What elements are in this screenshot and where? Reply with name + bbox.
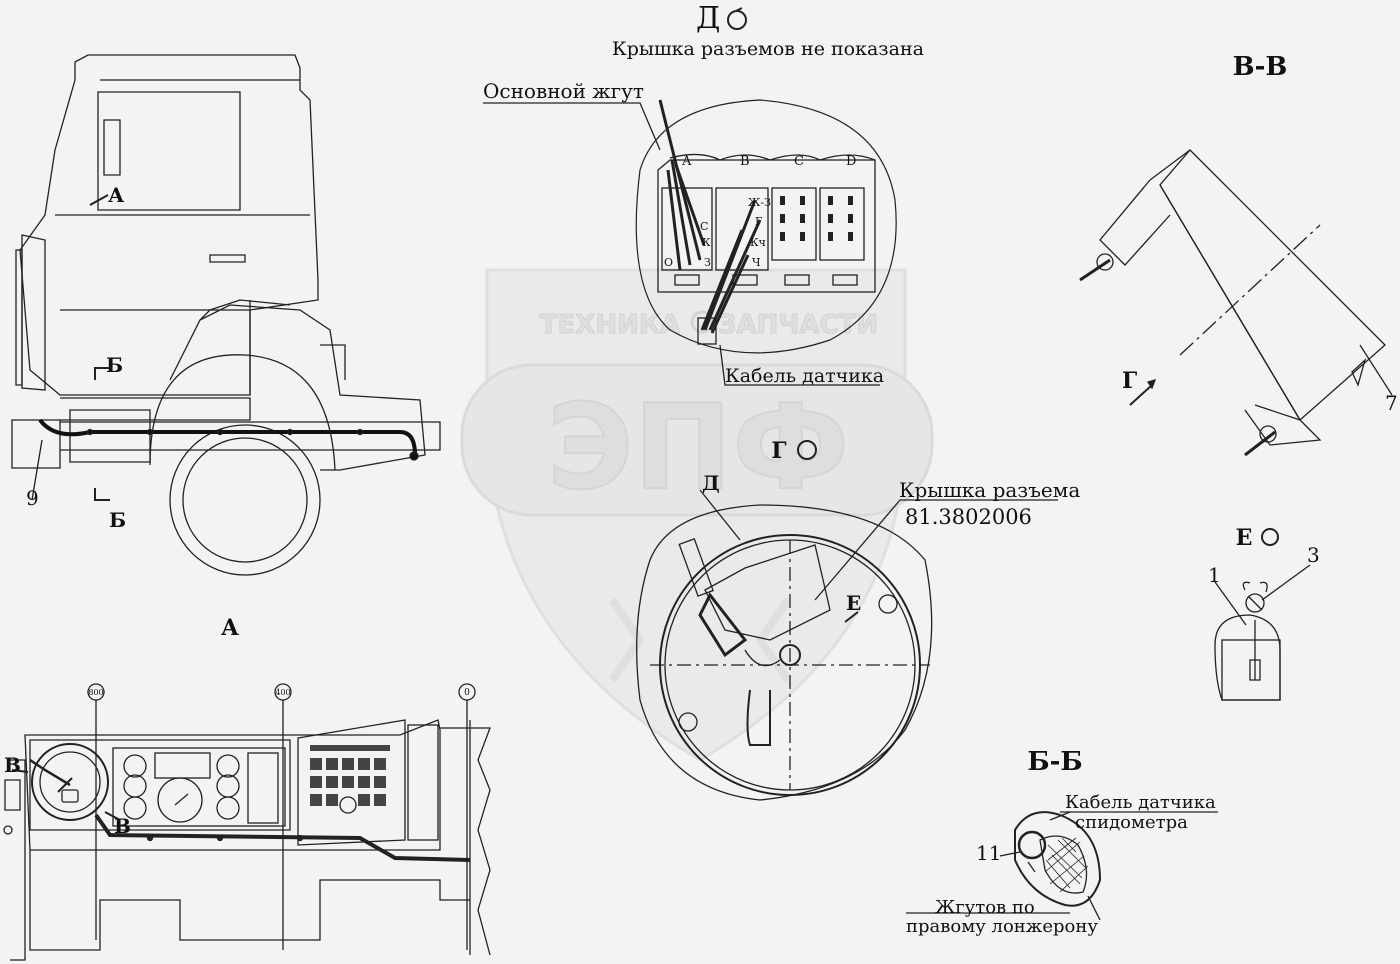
section-bb-bundle — [906, 811, 1218, 921]
pin-label-ch: Ч — [752, 256, 761, 269]
labels: Д Крышка разъемов не показана В-В А Б-Б … — [4, 1, 1398, 937]
watermark-brand-left: ТЕХНИКА — [540, 310, 680, 340]
view-a-title: А — [221, 615, 239, 641]
pin-label-k: К — [702, 236, 711, 249]
callout-speedo-cable-line2: спидометра — [1075, 812, 1188, 833]
callout-connector-cover-code: 81.3802006 — [905, 505, 1032, 529]
section-mark-b-top: Б — [106, 353, 123, 377]
view-rotation-icon — [727, 10, 747, 30]
connector-letter-a: A — [681, 154, 692, 169]
section-mark-d: Д — [702, 471, 720, 495]
dashboard-view — [3, 683, 491, 961]
view-bb-title: Б-Б — [1027, 747, 1082, 777]
view-g-sensor-mount — [636, 440, 1058, 801]
pin-label-s: С — [700, 220, 708, 233]
view-vv-sensor — [1079, 149, 1393, 457]
view-d-note: Крышка разъемов не показана — [612, 38, 924, 60]
view-rotation-icon — [1261, 528, 1279, 546]
section-mark-g: Г — [1122, 368, 1137, 394]
connector-letter-b: B — [740, 154, 750, 169]
scale-marker-800 — [87, 683, 105, 701]
connector-letter-c: C — [794, 154, 804, 169]
section-mark-v-right: В — [114, 814, 131, 838]
truck-side-view — [11, 54, 441, 576]
part-number-7: 7 — [1385, 391, 1398, 415]
view-d-connector — [483, 7, 897, 386]
view-d-title: Д — [696, 1, 720, 36]
scale-marker-400 — [274, 683, 292, 701]
pin-label-zh-z: Ж-З — [748, 196, 771, 209]
watermark-brand-right: ЗАПЧАСТИ — [718, 310, 878, 340]
view-rotation-icon — [797, 440, 817, 460]
callout-main-harness: Основной жгут — [483, 79, 644, 103]
scale-mark-800: 800 — [88, 688, 103, 697]
view-g-title: Г — [771, 438, 786, 464]
section-mark-a: А — [108, 183, 125, 207]
part-number-9: 9 — [26, 486, 39, 510]
scale-mark-0: 0 — [464, 688, 470, 698]
pin-label-kch: Кч — [750, 236, 766, 249]
pin-label-z: З — [704, 256, 711, 269]
view-vv-title: В-В — [1233, 52, 1288, 82]
callout-speedo-cable-line1: Кабель датчика — [1065, 792, 1216, 813]
callout-harness-line1: Жгутов по — [935, 897, 1035, 918]
callout-harness-line2: правому лонжерону — [906, 916, 1098, 937]
callout-sensor-cable: Кабель датчика — [725, 365, 884, 387]
connector-letter-d: D — [846, 154, 856, 169]
view-e-title: Е — [1236, 525, 1253, 551]
view-e-bracket — [1214, 528, 1311, 701]
scale-mark-400: 400 — [275, 688, 290, 697]
watermark: ЭПФ ТЕХНИКА ЗАПЧАСТИ — [460, 268, 934, 762]
part-number-3: 3 — [1307, 543, 1320, 567]
part-number-1: 1 — [1208, 563, 1221, 587]
scale-marker-0 — [458, 683, 476, 701]
section-mark-e: Е — [846, 591, 861, 615]
section-mark-v-left: В — [4, 753, 21, 777]
section-mark-b-bottom: Б — [109, 508, 126, 532]
part-number-11: 11 — [976, 841, 1001, 865]
watermark-brand-main: ЭПФ — [547, 378, 849, 516]
pin-label-g: Г — [755, 215, 762, 228]
callout-connector-cover-name: Крышка разъема — [899, 478, 1080, 502]
pin-label-o: О — [664, 256, 673, 269]
